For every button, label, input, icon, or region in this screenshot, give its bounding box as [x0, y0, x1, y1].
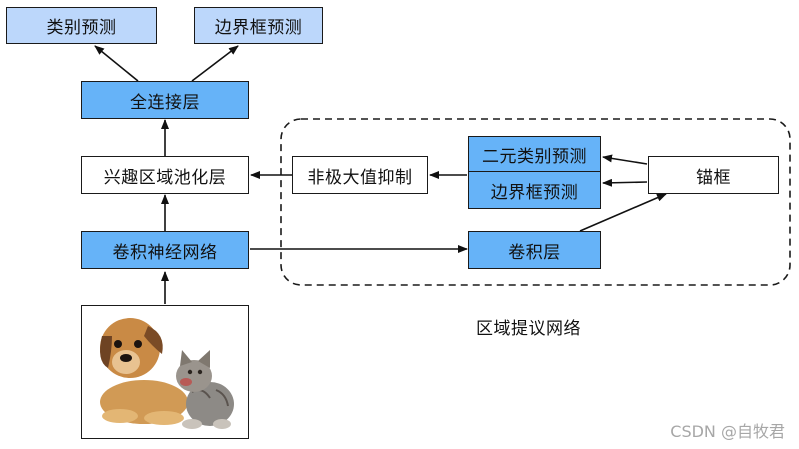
input-image: [81, 305, 249, 439]
arrow-fc-to-bbox: [191, 45, 239, 82]
arrow-anchor-to-bbox-rpn: [602, 178, 648, 187]
rpn-bbox-prediction-box: 边界框预测: [468, 171, 601, 209]
bbox-prediction-box: 边界框预测: [194, 7, 323, 44]
rpn-dashed-frame: [280, 118, 791, 286]
nms-box: 非极大值抑制: [292, 156, 428, 194]
fully-connected-layer-box: 全连接层: [81, 81, 249, 119]
arrow-conv-to-anchor: [579, 193, 667, 232]
csdn-watermark: CSDN @自牧君: [670, 422, 785, 441]
arrow-anchor-to-binary: [602, 154, 648, 165]
rpn-label: 区域提议网络: [476, 319, 581, 339]
binary-class-prediction-box: 二元类别预测: [468, 136, 601, 172]
anchor-box: 锚框: [648, 156, 779, 194]
puppy-kitten-illustration: [100, 318, 234, 429]
class-prediction-box: 类别预测: [6, 7, 157, 44]
arrow-fc-to-class: [94, 45, 139, 82]
conv-layer-box: 卷积层: [468, 231, 601, 269]
roi-pooling-layer-box: 兴趣区域池化层: [81, 156, 249, 194]
cnn-box: 卷积神经网络: [81, 231, 249, 269]
